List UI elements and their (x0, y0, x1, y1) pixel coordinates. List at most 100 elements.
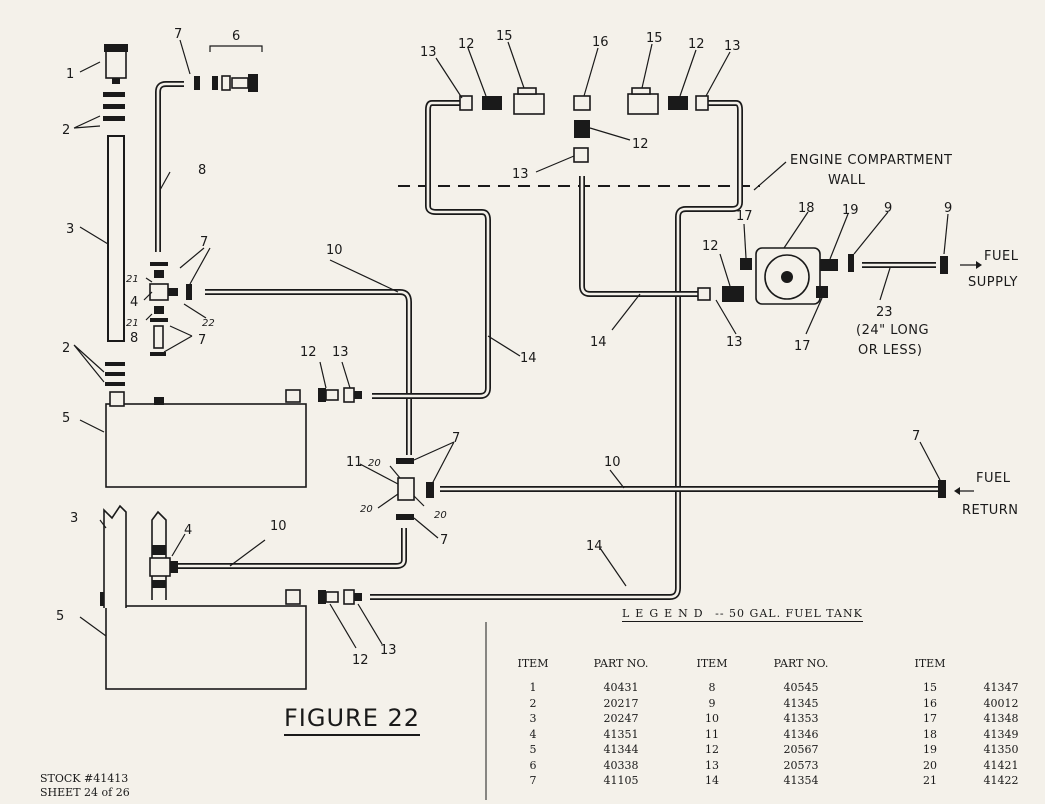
callout-5-upper: 5 (62, 411, 70, 426)
callout-12-pump: 12 (702, 239, 719, 254)
parts-legend-table: ITEM PART NO. ITEM PART NO. ITEM 1 40431… (500, 657, 1036, 789)
item-cell: 1 (529, 681, 537, 695)
item-5-tank-lower (100, 589, 307, 690)
item-cell: 19 (923, 743, 937, 757)
header-part-2: PART NO. (773, 657, 829, 670)
item-cell: 15 (923, 681, 937, 695)
callout-7-upper-tee: 7 (200, 235, 208, 250)
part-cell: 41348 (983, 712, 1019, 726)
callout-17-lower: 17 (794, 339, 811, 354)
header-item-2: ITEM (696, 657, 728, 670)
header-item-3: ITEM (914, 657, 946, 670)
callout-8-upper: 8 (198, 163, 206, 178)
part-cell: 40012 (983, 696, 1019, 710)
callout-12-lower-tank: 12 (352, 653, 369, 668)
part-cell: 41346 (783, 727, 819, 741)
item-cell: 9 (708, 696, 716, 710)
part-cell: 41347 (983, 681, 1019, 695)
item-cell: 5 (529, 743, 537, 757)
callout-16: 16 (592, 35, 609, 50)
part-cell: 41105 (603, 774, 639, 788)
callout-10-upper: 10 (326, 243, 343, 258)
callout-20-c: 20 (434, 510, 447, 521)
fuel-return-label-2: RETURN (962, 503, 1018, 518)
item-2-bushings-lower (105, 362, 125, 386)
item-cell: 20 (923, 758, 937, 772)
callout-8-lower: 8 (130, 331, 138, 346)
part-cell: 40338 (603, 758, 639, 772)
callout-11: 11 (346, 455, 363, 470)
fitting-13-12-15-left (459, 87, 545, 115)
item-cell: 16 (923, 696, 937, 710)
callout-13-center: 13 (512, 167, 529, 182)
callout-4-lower: 4 (184, 523, 192, 538)
callout-23: 23 (876, 305, 893, 320)
part-cell: 41421 (983, 758, 1019, 772)
callout-7-return: 7 (912, 429, 920, 444)
figure-title: FIGURE 22 (284, 704, 421, 736)
part-cell: 41345 (783, 696, 819, 710)
header-part-1: PART NO. (593, 657, 649, 670)
part-cell: 41344 (603, 743, 639, 757)
hose-length-note-2: OR LESS) (858, 343, 922, 358)
callout-10-return: 10 (604, 455, 621, 470)
callout-7-lower-tee: 7 (198, 333, 206, 348)
sheet-number: SHEET 24 of 26 (40, 786, 130, 799)
item-cell: 3 (529, 712, 537, 726)
stock-number: STOCK #41413 (40, 772, 129, 785)
leader-lines (73, 39, 949, 649)
callout-22: 22 (202, 318, 215, 329)
part-cell: 41353 (783, 712, 819, 726)
callout-13-upper-tank: 13 (332, 345, 349, 360)
callout-17-upper: 17 (736, 209, 753, 224)
callout-13-top-left: 13 (420, 45, 437, 60)
callout-2-lower: 2 (62, 341, 70, 356)
item-2-bushings-upper (103, 92, 125, 121)
callout-7-tee-bottom: 7 (440, 533, 448, 548)
callout-2-upper: 2 (62, 123, 70, 138)
hose-length-note-1: (24" LONG (856, 323, 929, 338)
item-cell: 10 (705, 712, 719, 726)
callout-15-left: 15 (496, 29, 513, 44)
callout-21-top: 21 (126, 274, 139, 285)
callout-14-left: 14 (520, 351, 537, 366)
item-cell: 14 (705, 774, 719, 788)
fuel-supply-label-2: SUPPLY (968, 275, 1018, 290)
callout-20-b: 20 (360, 504, 373, 515)
callout-1: 1 (66, 67, 74, 82)
part-cell: 20247 (603, 712, 639, 726)
callout-21-bottom: 21 (126, 318, 139, 329)
callout-3-upper: 3 (66, 222, 74, 237)
fuel-supply-label-1: FUEL (984, 249, 1019, 264)
callout-14-lower: 14 (586, 539, 603, 554)
item-cell: 4 (529, 727, 537, 741)
item-cell: 18 (923, 727, 937, 741)
legend-title-rest: -- 50 GAL. FUEL TANK (715, 607, 863, 620)
item-3-tube-lower (103, 504, 167, 608)
tube-lines (107, 81, 942, 600)
item-cell: 12 (705, 743, 719, 757)
callout-7-tee-top: 7 (452, 431, 460, 446)
item-cell: 8 (708, 681, 716, 695)
item-1-filler-cap (104, 44, 128, 84)
callout-7-top: 7 (174, 27, 182, 42)
item-cell: 13 (705, 758, 719, 772)
callout-12-upper-tank: 12 (300, 345, 317, 360)
callout-10-lower: 10 (270, 519, 287, 534)
item-cell: 2 (529, 696, 537, 710)
legend-header-row: ITEM PART NO. ITEM PART NO. ITEM (500, 657, 1036, 680)
item-4-tee-upper (149, 262, 192, 356)
item-cell: 7 (529, 774, 537, 788)
part-cell: 40431 (603, 681, 639, 695)
fuel-return-fitting-7 (938, 480, 946, 498)
legend-title: LEGEND -- 50 GAL. FUEL TANK (622, 607, 863, 622)
callout-13-pump: 13 (726, 335, 743, 350)
callout-20-a: 20 (368, 458, 381, 469)
fitting-12-13-pump-inlet (697, 286, 744, 302)
engine-wall-label-1: ENGINE COMPARTMENT (790, 153, 952, 168)
callout-14-center: 14 (590, 335, 607, 350)
callout-15-right: 15 (646, 31, 663, 46)
fitting-12-13-upper-tank (318, 387, 362, 403)
part-cell: 40545 (783, 681, 819, 695)
